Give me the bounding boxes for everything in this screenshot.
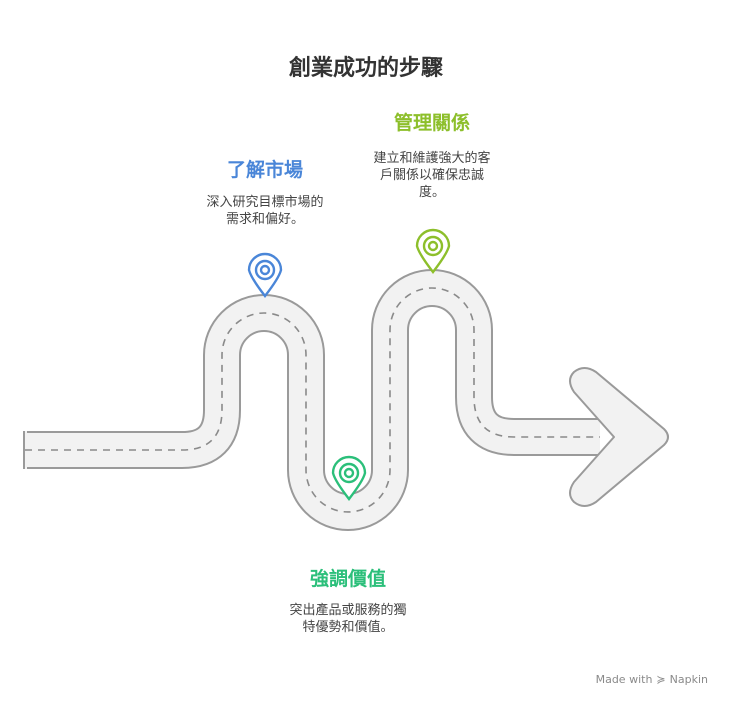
target-pin-icon — [415, 228, 451, 274]
step-title-understand-market: 了解市場 — [226, 159, 303, 181]
road-surface — [25, 271, 600, 529]
arrow-head — [569, 367, 669, 507]
desc-line: 度。 — [418, 185, 445, 200]
made-with-napkin[interactable]: Made with ≽ Napkin — [596, 673, 708, 686]
desc-line: 需求和偏好。 — [225, 212, 304, 227]
page-title: 創業成功的步驟 — [288, 56, 443, 81]
desc-line: 特優勢和價值。 — [302, 620, 394, 635]
step-title-emphasize-value: 強調價值 — [309, 568, 386, 590]
step-desc-manage-relationships: 建立和維護強大的客 戶關係以確保忠誠 度。 — [352, 150, 512, 201]
target-pin-icon — [247, 252, 283, 298]
desc-line: 戶關係以確保忠誠 — [379, 168, 484, 183]
step-title-manage-relationships: 管理關係 — [393, 112, 470, 134]
footer-brand: Napkin — [669, 673, 708, 686]
target-pin-icon — [331, 455, 367, 501]
footer-label: Made with — [595, 673, 653, 686]
step-desc-understand-market: 深入研究目標市場的 需求和偏好。 — [185, 194, 345, 228]
desc-line: 深入研究目標市場的 — [206, 195, 324, 210]
napkin-icon: ≽ — [656, 673, 666, 686]
desc-line: 建立和維護強大的客 — [373, 151, 491, 166]
road-center-dashes — [25, 287, 600, 513]
step-desc-emphasize-value: 突出產品或服務的獨 特優勢和價值。 — [268, 602, 428, 636]
desc-line: 突出產品或服務的獨 — [289, 603, 407, 618]
